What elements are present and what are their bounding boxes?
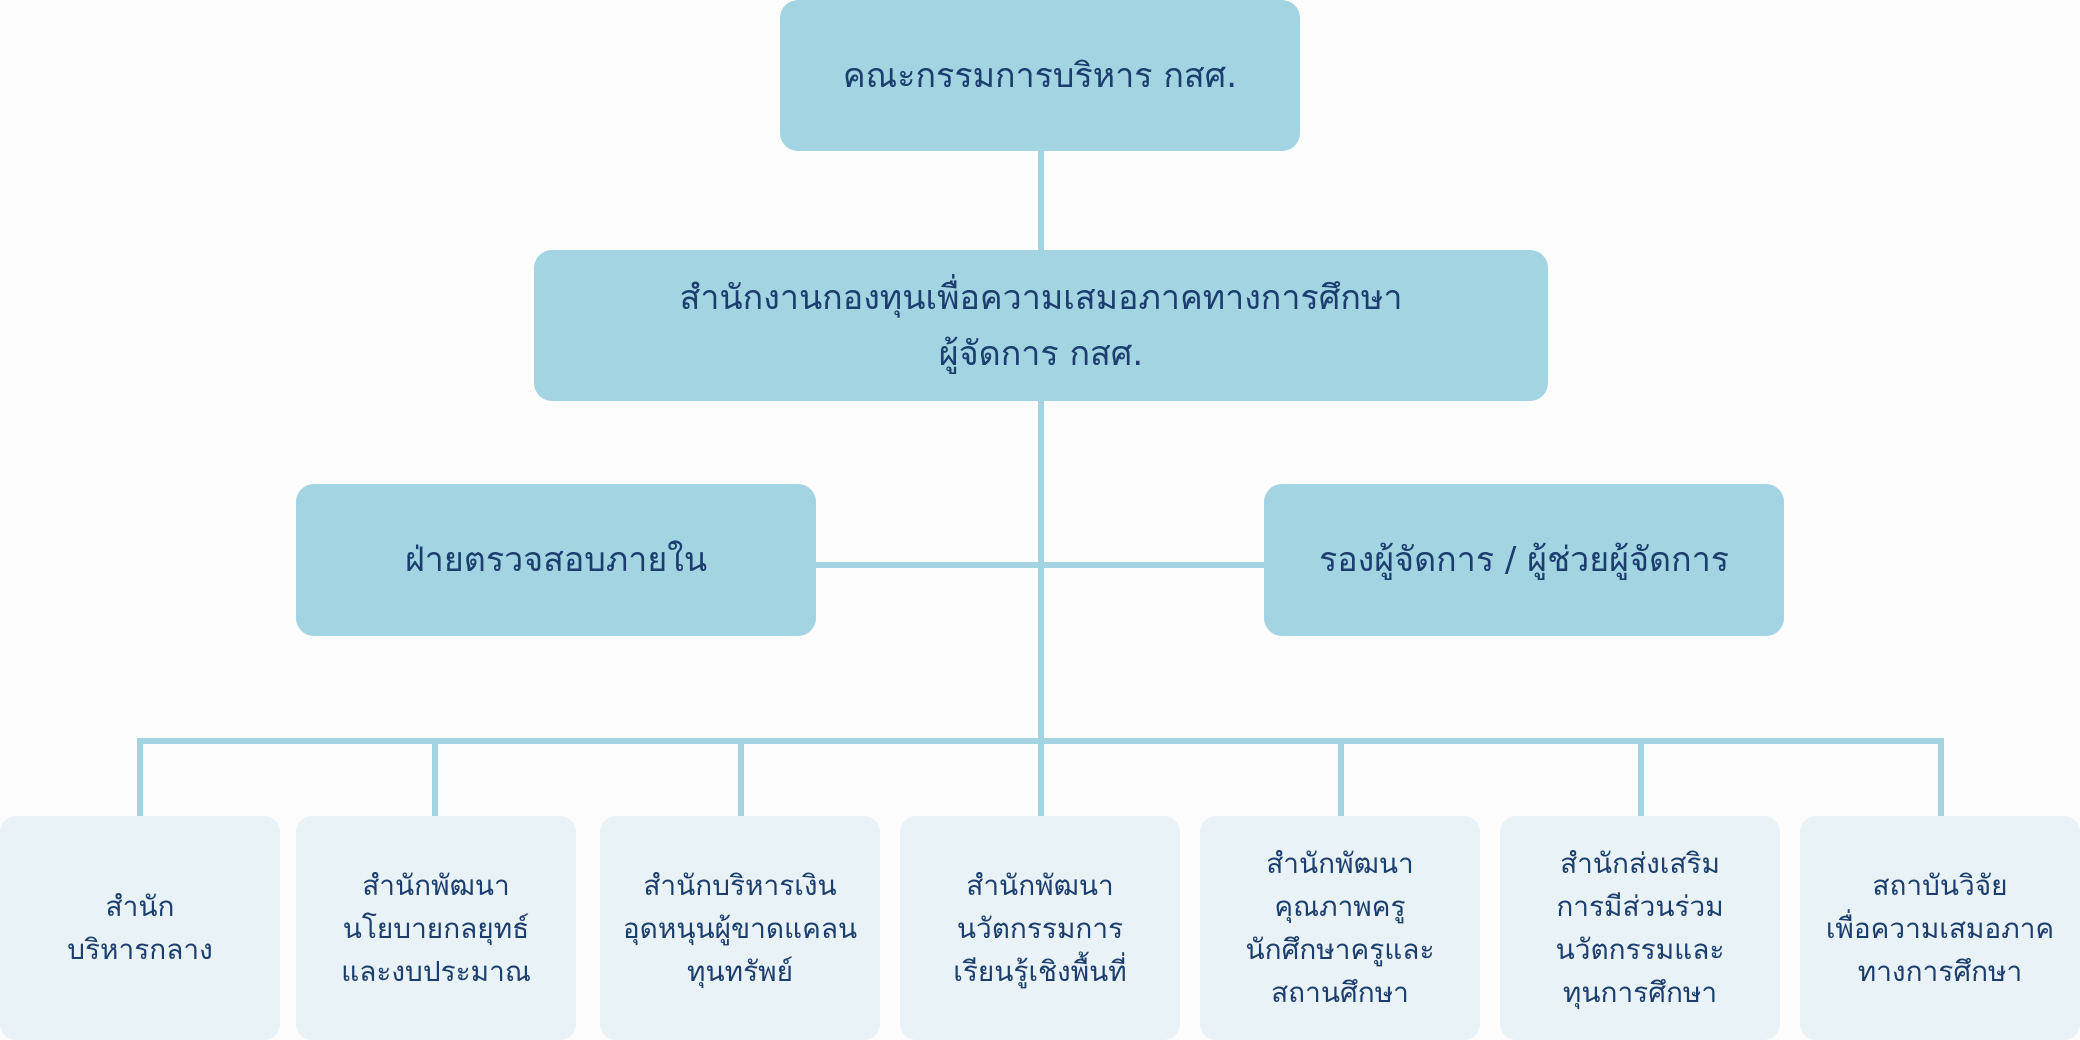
unit-box-central-admin: สำนัก บริหารกลาง <box>0 816 280 1040</box>
connector-unit-6 <box>1638 738 1644 816</box>
connector-office-trunk <box>1038 400 1044 816</box>
unit-label: สำนักพัฒนา นวัตกรรมการ เรียนรู้เชิงพื้นท… <box>953 868 1127 988</box>
connector-deputy <box>1038 562 1265 568</box>
connector-audit <box>815 562 1044 568</box>
connector-unit-5 <box>1338 738 1344 816</box>
unit-label: สำนักบริหารเงิน อุดหนุนผู้ขาดแคลน ทุนทรั… <box>622 868 858 988</box>
unit-label: สำนักพัฒนา คุณภาพครู นักศึกษาครูและ สถาน… <box>1245 847 1435 1009</box>
unit-box-learning-innovation: สำนักพัฒนา นวัตกรรมการ เรียนรู้เชิงพื้นท… <box>900 816 1180 1040</box>
connector-unit-3 <box>738 738 744 816</box>
office-label: สำนักงานกองทุนเพื่อความเสมอภาคทางการศึกษ… <box>679 277 1403 374</box>
audit-box: ฝ่ายตรวจสอบภายใน <box>296 484 816 636</box>
connector-board-office <box>1038 151 1044 251</box>
connector-unit-7 <box>1938 738 1944 816</box>
unit-label: สถาบันวิจัย เพื่อความเสมอภาค ทางการศึกษา <box>1825 868 2055 988</box>
deputy-label: รองผู้จัดการ / ผู้ช่วยผู้จัดการ <box>1318 540 1730 580</box>
board-box: คณะกรรมการบริหาร กสศ. <box>780 0 1300 151</box>
unit-label: สำนักพัฒนา นโยบายกลยุทธ์ และงบประมาณ <box>341 868 531 988</box>
unit-label: สำนักส่งเสริม การมีส่วนร่วม นวัตกรรมและ … <box>1555 847 1725 1009</box>
unit-box-subsidy: สำนักบริหารเงิน อุดหนุนผู้ขาดแคลน ทุนทรั… <box>600 816 880 1040</box>
unit-box-policy-strategy: สำนักพัฒนา นโยบายกลยุทธ์ และงบประมาณ <box>296 816 576 1040</box>
connector-unit-1 <box>137 738 143 816</box>
audit-label: ฝ่ายตรวจสอบภายใน <box>404 540 708 580</box>
unit-box-teacher-quality: สำนักพัฒนา คุณภาพครู นักศึกษาครูและ สถาน… <box>1200 816 1480 1040</box>
unit-box-participation: สำนักส่งเสริม การมีส่วนร่วม นวัตกรรมและ … <box>1500 816 1780 1040</box>
unit-label: สำนัก บริหารกลาง <box>67 890 213 966</box>
connector-unit-2 <box>432 738 438 816</box>
connector-units-bus <box>137 738 1944 744</box>
office-box: สำนักงานกองทุนเพื่อความเสมอภาคทางการศึกษ… <box>534 250 1548 401</box>
deputy-box: รองผู้จัดการ / ผู้ช่วยผู้จัดการ <box>1264 484 1784 636</box>
unit-box-research-institute: สถาบันวิจัย เพื่อความเสมอภาค ทางการศึกษา <box>1800 816 2080 1040</box>
board-label: คณะกรรมการบริหาร กสศ. <box>842 55 1238 96</box>
